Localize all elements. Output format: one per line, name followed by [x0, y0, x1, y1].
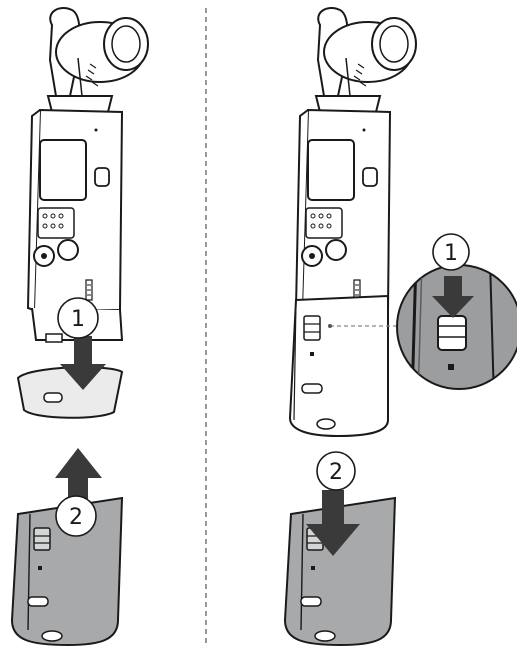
step-1-badge: 1 [57, 297, 99, 339]
arrow-down-icon [306, 490, 360, 556]
step-2-number: 2 [329, 460, 343, 485]
arrow-down-icon [60, 336, 106, 390]
zoom-detail-circle: 1 [396, 233, 517, 390]
step-1-number: 1 [444, 241, 458, 266]
panel-attach: 1 2 [284, 6, 517, 646]
camera-handle-illustration [27, 109, 123, 311]
gimbal-head-illustration [47, 6, 149, 114]
step-2-badge: 2 [55, 495, 97, 537]
panel-remove: 1 2 [11, 6, 149, 646]
gimbal-head-illustration [315, 6, 417, 114]
arrow-down-icon [432, 276, 474, 318]
step-2-number: 2 [69, 505, 83, 530]
bottom-cap-illustration [16, 366, 124, 419]
step-1-number: 1 [71, 307, 85, 332]
camera-handle-illustration [295, 109, 391, 311]
step-1-badge: 1 [432, 233, 470, 271]
step-2-badge: 2 [316, 451, 356, 491]
